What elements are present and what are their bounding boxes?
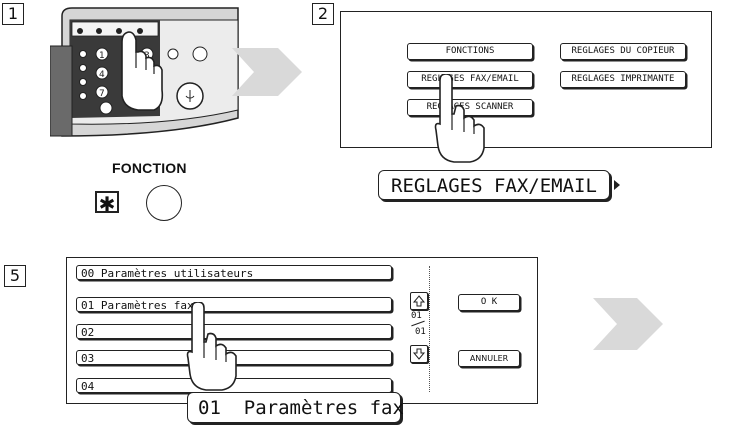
step-1-number: 1 [2, 3, 24, 25]
device-panel-illustration: 1 4 7 3 6 [50, 7, 239, 137]
svg-text:4: 4 [99, 70, 105, 80]
list-item-01[interactable]: 01 Paramètres fax [76, 297, 392, 312]
scroll-up-button[interactable] [410, 292, 428, 310]
page-total: 01 [415, 327, 426, 337]
ok-button[interactable]: O K [458, 294, 520, 311]
function-key-symbol: ✱ [95, 191, 119, 215]
arrow-down-icon [412, 348, 426, 360]
list-item-02[interactable]: 02 [76, 324, 392, 339]
reglages-imprimante-button[interactable]: REGLAGES IMPRIMANTE [560, 71, 686, 88]
reglages-scanner-button[interactable]: REGLAGES SCANNER [407, 99, 533, 116]
annuler-button[interactable]: ANNULER [458, 350, 520, 367]
svg-text:3: 3 [144, 51, 150, 61]
reglages-copieur-button[interactable]: REGLAGES DU COPIEUR [560, 43, 686, 60]
svg-text:1: 1 [99, 51, 105, 61]
reglages-fax-email-button[interactable]: REGLAGES FAX/EMAIL [407, 71, 533, 88]
panel-divider [429, 266, 430, 392]
callout-arrow-icon [614, 180, 620, 190]
fax-params-callout: 01 Paramètres fax [187, 392, 404, 423]
scroll-down-button[interactable] [410, 345, 428, 363]
step-5-number: 5 [4, 265, 26, 287]
fonction-key-label: FONCTION [112, 160, 187, 176]
step-2-number: 2 [312, 3, 334, 25]
page-current: 01 [411, 311, 422, 321]
pointing-hand-icon-2 [186, 302, 237, 391]
svg-text:7: 7 [99, 89, 105, 99]
arrow-up-icon [412, 295, 426, 307]
fonctions-button[interactable]: FONCTIONS [407, 43, 533, 60]
fax-email-callout: REGLAGES FAX/EMAIL [378, 170, 610, 200]
next-step-arrow [232, 48, 302, 96]
function-key-button[interactable] [146, 185, 182, 221]
list-item-00[interactable]: 00 Paramètres utilisateurs [76, 265, 392, 280]
next-step-arrow-2 [593, 298, 663, 350]
pointing-hand-icon [434, 74, 485, 163]
